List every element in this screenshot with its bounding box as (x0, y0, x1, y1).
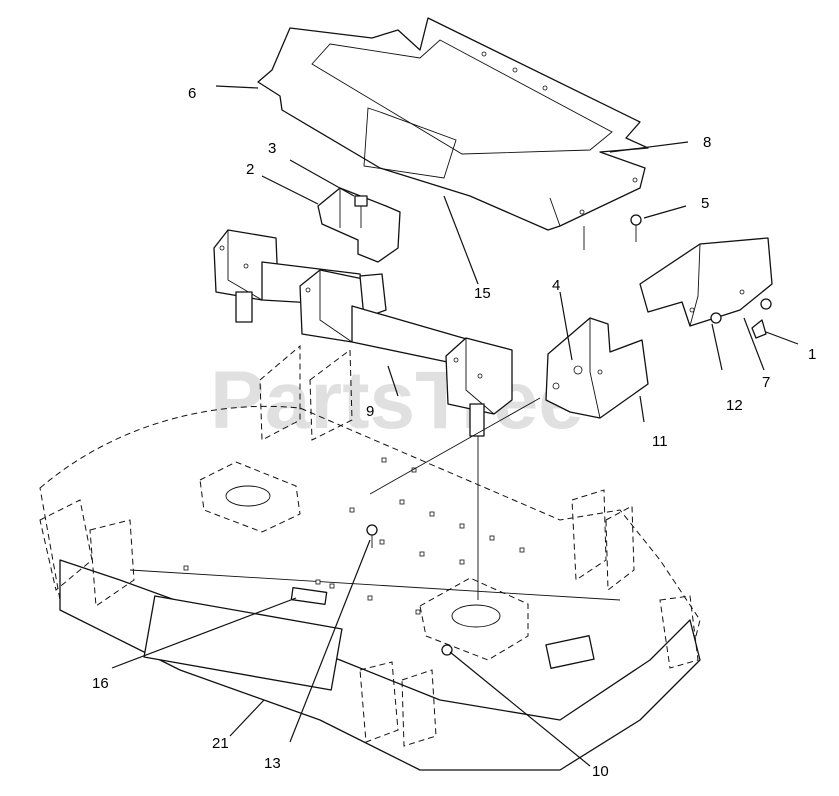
callout-5: 5 (701, 195, 709, 212)
callout-15: 15 (474, 285, 491, 302)
decal-part-16 (290, 587, 328, 605)
mounting-bracket-part-11 (545, 317, 649, 419)
bracket-part-2 (317, 187, 401, 263)
callout-13: 13 (264, 755, 281, 772)
leader-lines (111, 85, 799, 767)
callout-3: 3 (268, 140, 276, 157)
watermark-text: PartsTree (210, 355, 584, 446)
bolt-part-10 (441, 644, 453, 656)
callout-2: 2 (246, 161, 254, 178)
callout-1: 1 (808, 346, 816, 363)
clip-part-1 (751, 319, 767, 339)
callout-8: 8 (703, 134, 711, 151)
callout-4: 4 (552, 277, 560, 294)
callout-21: 21 (212, 735, 229, 752)
bolt-part-5 (630, 214, 642, 226)
callout-6: 6 (188, 85, 196, 102)
callout-9: 9 (366, 403, 374, 420)
decal-part-21 (143, 595, 343, 691)
gearbox-spindle-assembly (213, 229, 513, 437)
deck-mounting-holes (183, 457, 525, 615)
mower-deck-part-21 (39, 344, 701, 771)
callout-11: 11 (652, 433, 668, 450)
cover-part-7 (630, 214, 773, 339)
bolt-part-7-screw (760, 298, 772, 310)
callout-labels: 6 2 3 8 5 15 4 1 7 12 11 9 16 21 13 10 (92, 85, 816, 780)
callout-16: 16 (92, 675, 109, 692)
bolt-part-12 (710, 312, 722, 324)
callout-10: 10 (592, 763, 609, 780)
belt-shroud-part (257, 17, 649, 231)
callout-12: 12 (726, 397, 743, 414)
callout-7: 7 (762, 374, 770, 391)
bolt-part-13 (366, 524, 378, 536)
